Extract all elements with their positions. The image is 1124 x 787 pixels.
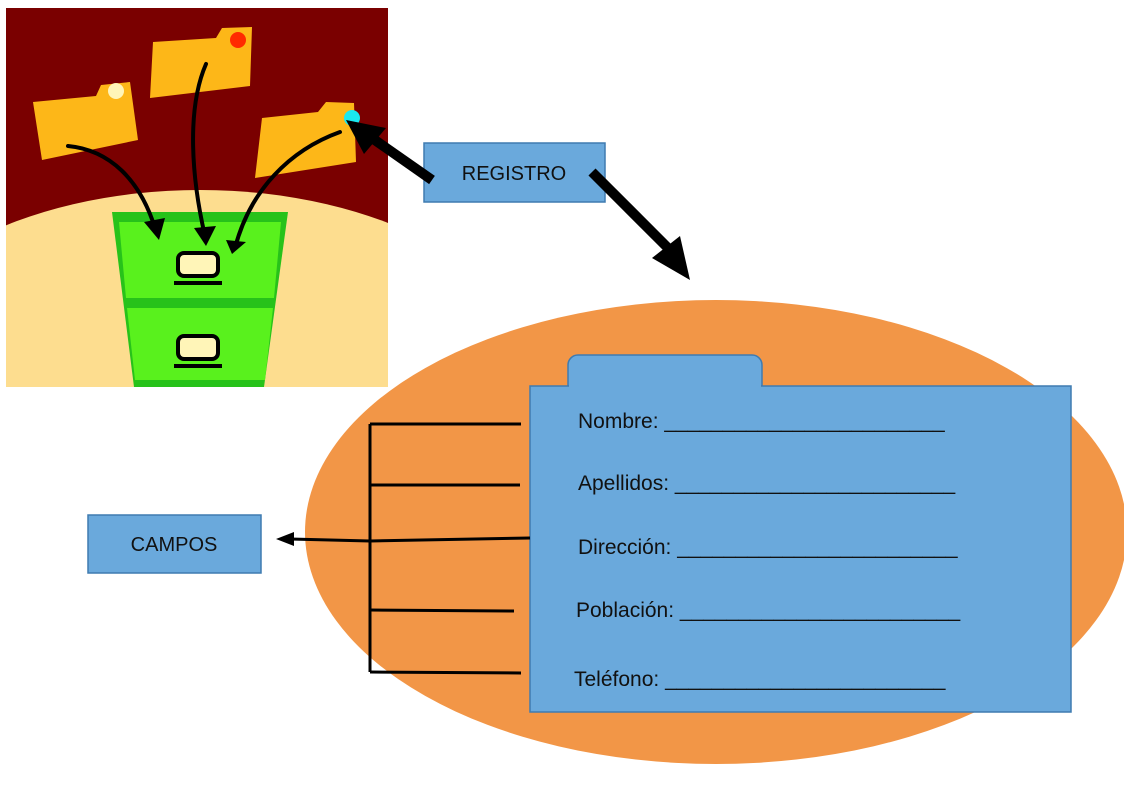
arrow-icon	[276, 532, 371, 546]
field-poblacion: Población: ________________________	[576, 599, 961, 622]
arrow-icon	[346, 120, 435, 185]
file-cabinet-clipart-icon	[6, 8, 388, 387]
registro-box: REGISTRO	[423, 142, 606, 203]
folder-icon	[150, 27, 252, 98]
field-direccion: Dirección: ________________________	[578, 536, 958, 559]
arrow-icon	[588, 168, 690, 280]
record-folder-card: Nombre: ________________________ Apellid…	[529, 354, 1072, 713]
field-telefono: Teléfono: ________________________	[574, 668, 946, 691]
fields-bracket	[368, 422, 531, 675]
registro-label: REGISTRO	[462, 163, 566, 185]
campos-label: CAMPOS	[131, 534, 218, 556]
folder-icon	[33, 82, 138, 160]
field-apellidos: Apellidos: ________________________	[578, 472, 956, 495]
campos-box: CAMPOS	[87, 514, 262, 574]
field-nombre: Nombre: ________________________	[578, 410, 945, 433]
